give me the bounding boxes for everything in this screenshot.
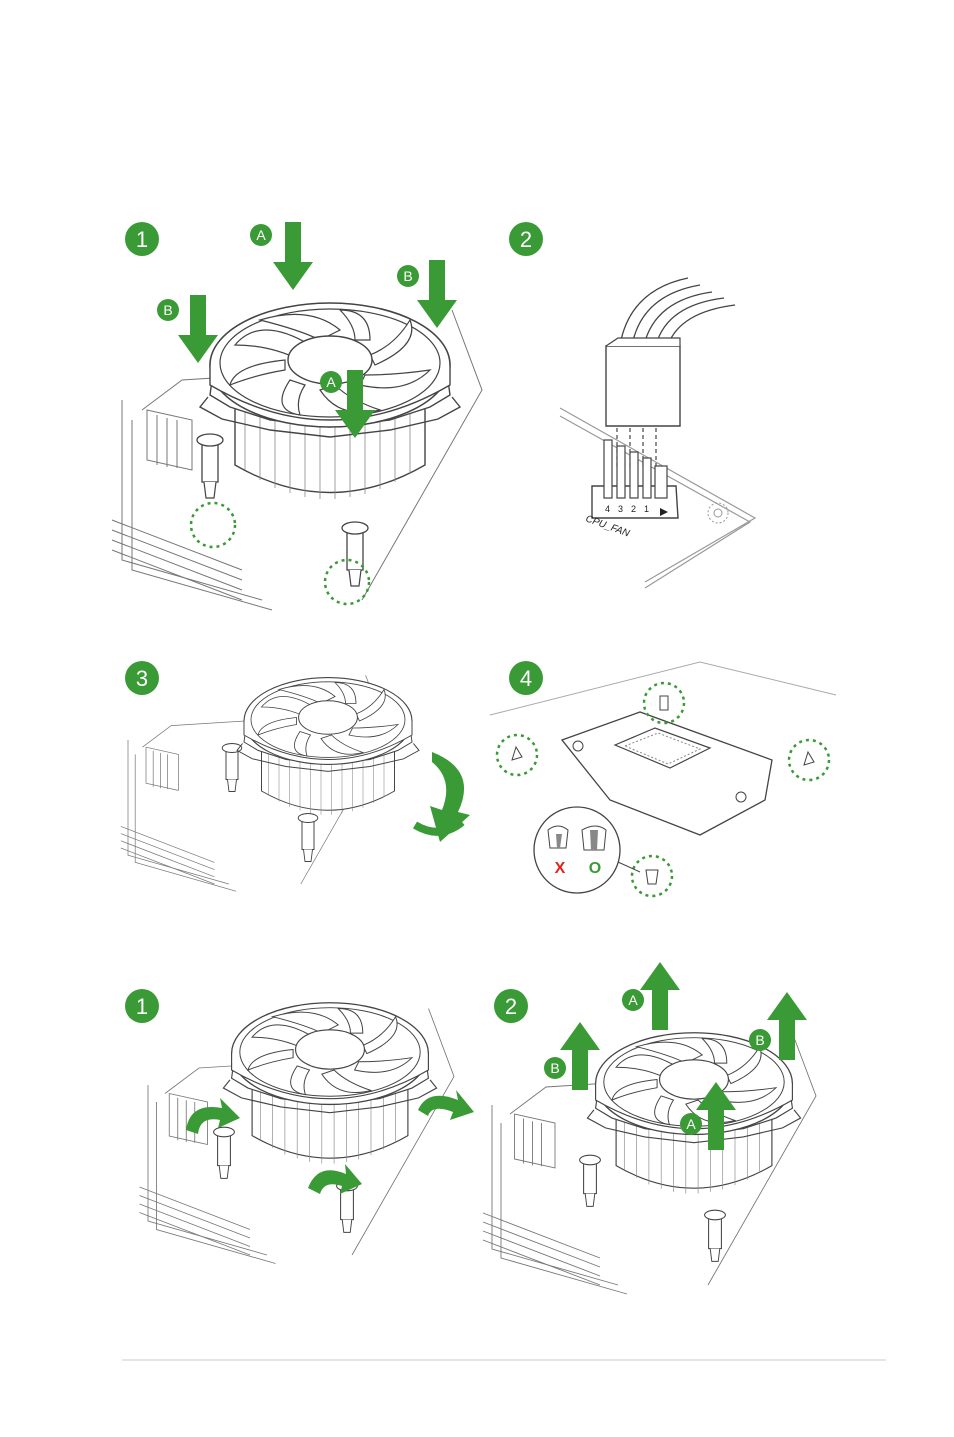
arrow-down-b-right: [417, 260, 457, 328]
arrow-up-b-left: [560, 1022, 600, 1090]
label-badge-b-right: B: [397, 265, 419, 287]
pin-number: 4: [605, 504, 610, 514]
svg-text:B: B: [163, 302, 172, 318]
step-number: 1: [136, 227, 148, 252]
push-pin-left: [222, 744, 242, 792]
pin-number: 3: [618, 504, 623, 514]
install-step-1-panel: 1 A B B A: [112, 222, 482, 610]
arrow-up-b-right: [767, 992, 807, 1060]
svg-text:A: A: [326, 374, 336, 390]
step-number: 4: [520, 666, 532, 691]
pin-number: 1: [644, 504, 649, 514]
uninstall-step-2-panel: 2 A B B A: [483, 962, 816, 1294]
pin-hole-left: [497, 735, 537, 775]
arrow-down-a-top: [273, 222, 313, 290]
push-pin-front: [705, 1210, 726, 1261]
label-badge-a-center: A: [320, 371, 342, 393]
step-number-badge: 1: [125, 222, 159, 256]
push-pin-left: [214, 1127, 235, 1178]
step-number-badge: 2: [509, 222, 543, 256]
wrong-orientation-mark: X: [555, 860, 566, 877]
step-number: 3: [136, 666, 148, 691]
push-pin-front: [298, 814, 318, 862]
uninstall-step-1-panel: 1: [125, 989, 474, 1264]
step-number: 2: [520, 227, 532, 252]
step-number-badge: 3: [125, 661, 159, 695]
push-pin-left: [197, 434, 223, 498]
fan-cooler: [237, 678, 419, 815]
svg-text:A: A: [628, 992, 638, 1008]
push-pin-left: [580, 1155, 601, 1206]
svg-text:B: B: [403, 268, 412, 284]
label-badge-a-top: A: [622, 989, 644, 1011]
label-badge-b-right: B: [749, 1029, 771, 1051]
step-number: 1: [136, 994, 148, 1019]
svg-text:B: B: [755, 1032, 764, 1048]
rotate-arrow-icon: [415, 752, 470, 842]
svg-text:B: B: [550, 1060, 559, 1076]
fan-cooler: [587, 1033, 800, 1194]
push-pin-front: [342, 522, 368, 586]
label-badge-a-top: A: [250, 224, 272, 246]
svg-text:A: A: [686, 1116, 696, 1132]
arrow-up-a-top: [640, 962, 680, 1030]
step-number: 2: [505, 994, 517, 1019]
step-number-badge: 4: [509, 661, 543, 695]
install-step-4-panel: 4: [490, 661, 836, 896]
fan-cable: [620, 278, 735, 345]
label-badge-b-left: B: [157, 299, 179, 321]
pin-number: 2: [631, 504, 636, 514]
pin-hole-bottom: [632, 856, 672, 896]
fan-cooler: [200, 303, 460, 499]
step-number-badge: 1: [125, 989, 159, 1023]
cpu-fan-header: 4 3 2 1 CPU_FAN: [584, 440, 678, 540]
hole-highlight: [191, 503, 235, 547]
fan-plug: [606, 338, 680, 426]
mount-hole: [708, 503, 728, 523]
pin-hole-right: [789, 740, 829, 780]
step-number-badge: 2: [494, 989, 528, 1023]
right-orientation-mark: O: [589, 860, 601, 877]
label-badge-b-left: B: [544, 1057, 566, 1079]
fan-cooler: [223, 1003, 436, 1164]
svg-text:A: A: [256, 227, 266, 243]
install-step-2-panel: 2 4 3: [509, 222, 755, 588]
label-badge-a-center: A: [680, 1113, 702, 1135]
install-step-3-panel: 3: [121, 661, 470, 891]
pin-orientation-callout: X O: [534, 807, 640, 893]
